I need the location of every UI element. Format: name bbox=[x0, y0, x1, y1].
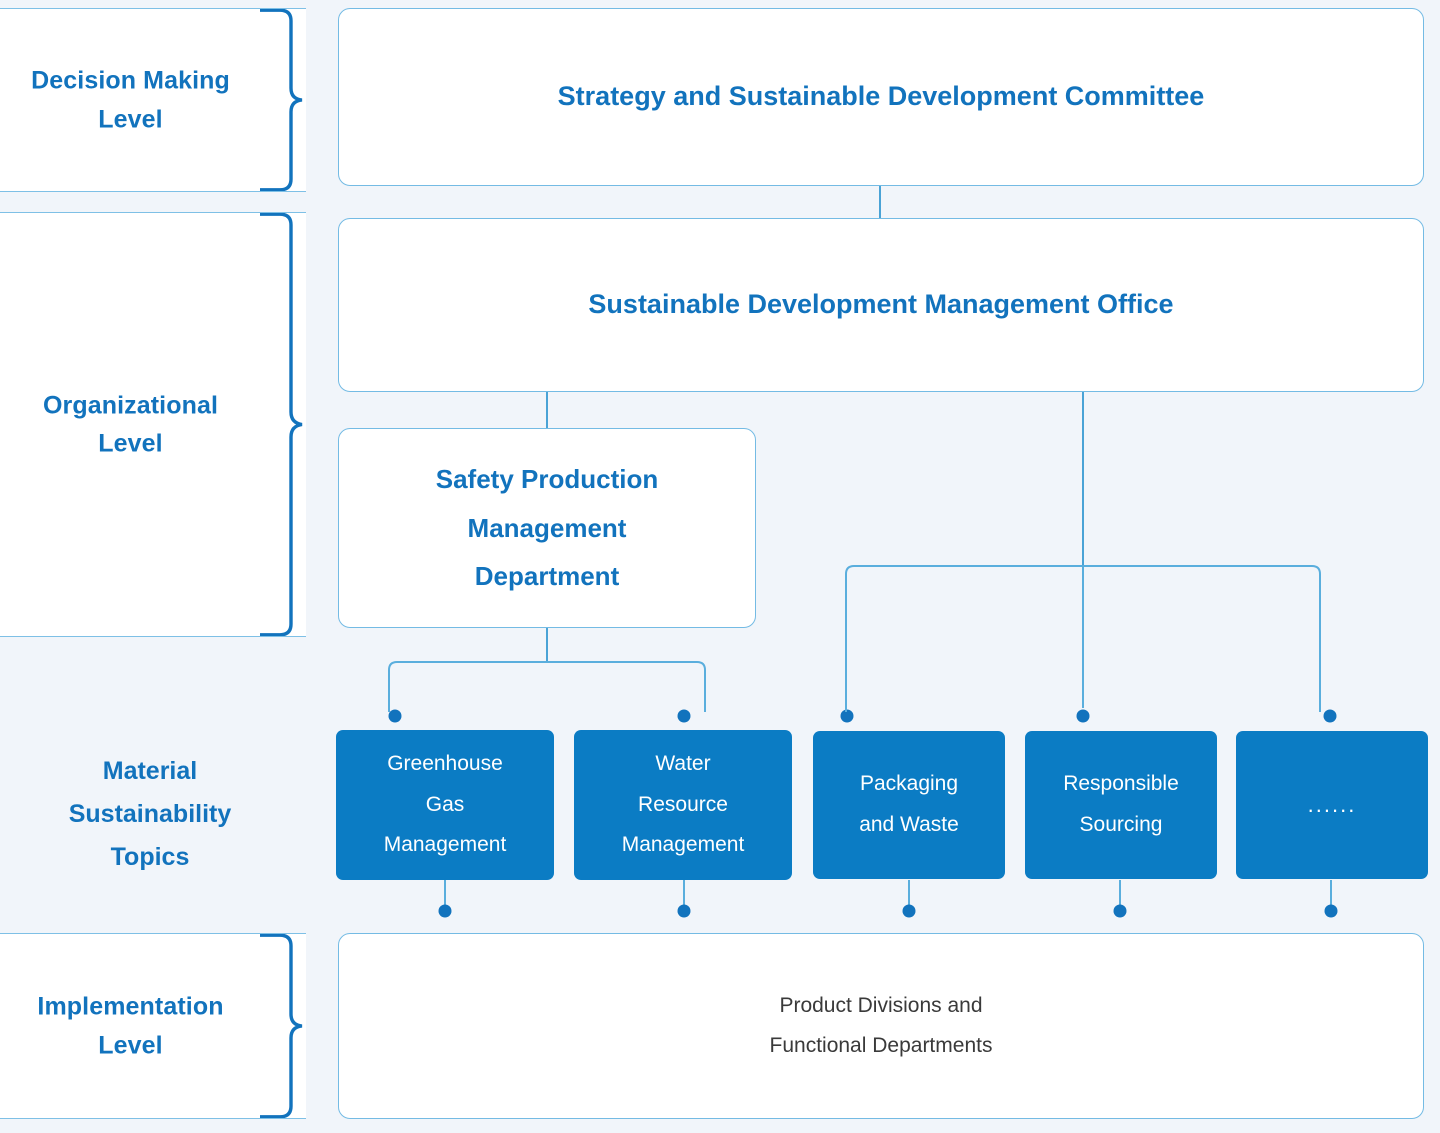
brace-icon bbox=[260, 9, 303, 191]
node-label-sustainable-development-office: Sustainable Development Management Offic… bbox=[588, 289, 1174, 320]
brace-icon bbox=[260, 934, 303, 1118]
topic-chip-more-topics[interactable]: ...... bbox=[1236, 731, 1428, 879]
brace-icon bbox=[260, 213, 303, 636]
node-strategy-committee[interactable]: Strategy and Sustainable Development Com… bbox=[338, 8, 1424, 186]
node-sustainable-development-office[interactable]: Sustainable Development Management Offic… bbox=[338, 218, 1424, 392]
node-label-strategy-committee: Strategy and Sustainable Development Com… bbox=[557, 81, 1205, 112]
topic-label-more-topics: ...... bbox=[1307, 791, 1357, 817]
